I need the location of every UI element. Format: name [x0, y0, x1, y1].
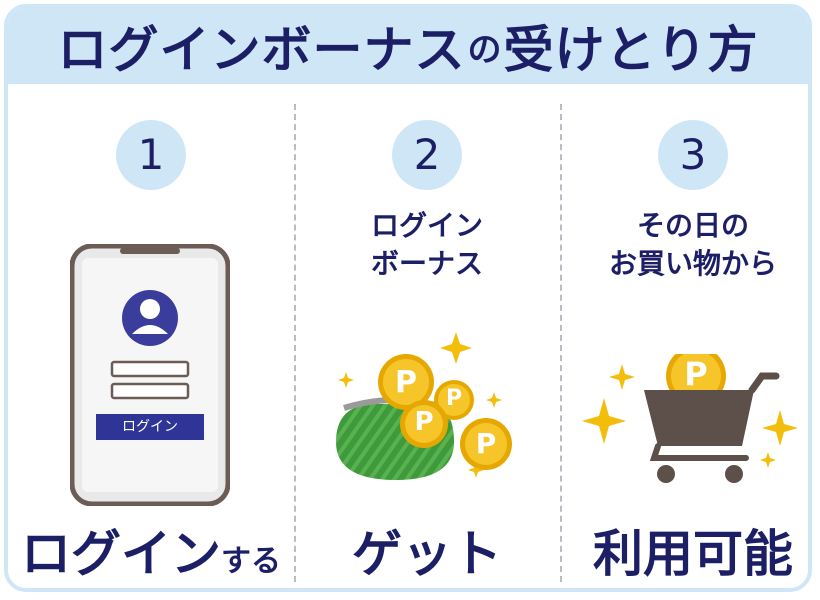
step-2-subtitle-line-2: ボーナス: [370, 247, 483, 280]
step-number-3: 3: [658, 120, 728, 190]
step-3: 3 その日の お買い物から P 利用可能: [562, 84, 808, 588]
step-number-1: 1: [116, 120, 186, 190]
user-avatar-icon: [122, 290, 178, 346]
cart-coin-glyph: P: [684, 355, 708, 393]
step-number-2: 2: [392, 120, 462, 190]
divider-1: [294, 104, 296, 582]
step-1-footer-main: ログイン: [21, 525, 221, 583]
step-1-footer: ログインする: [20, 524, 282, 588]
title-part2: の: [467, 29, 502, 70]
smartphone-icon: [70, 244, 230, 506]
coin-purse-icon: [336, 332, 512, 480]
step-3-footer-main: 利用可能: [593, 525, 793, 583]
coin-glyph-2: P: [445, 386, 463, 411]
shopping-cart-icon: [582, 354, 798, 483]
step-2-subtitle-line-1: ログイン: [370, 209, 483, 242]
step-2-footer-main: ゲット: [352, 525, 502, 583]
login-bonus-card: ログインボーナス の 受けとり方 1 ログイン ログインする 2 ログイン: [4, 4, 812, 592]
step-1-footer-small: する: [221, 544, 281, 579]
step-2: 2 ログイン ボーナス: [296, 84, 558, 588]
title-part1: ログインボーナス: [57, 21, 466, 79]
phone-login-button: ログイン: [122, 419, 178, 435]
divider-2: [560, 104, 562, 582]
step-3-subtitle-line-1: その日の: [636, 209, 749, 242]
step-2-footer: ゲット: [296, 524, 558, 584]
coin-glyph-3: P: [414, 407, 434, 437]
step-3-subtitle-line-2: お買い物から: [608, 247, 777, 280]
step-1: 1 ログイン ログインする: [20, 84, 282, 588]
coin-glyph-1: P: [395, 365, 417, 400]
title-part3: 受けとり方: [503, 21, 759, 79]
step-3-footer: 利用可能: [562, 524, 808, 584]
title-banner: ログインボーナス の 受けとり方: [8, 8, 808, 84]
coin-glyph-4: P: [475, 427, 497, 460]
